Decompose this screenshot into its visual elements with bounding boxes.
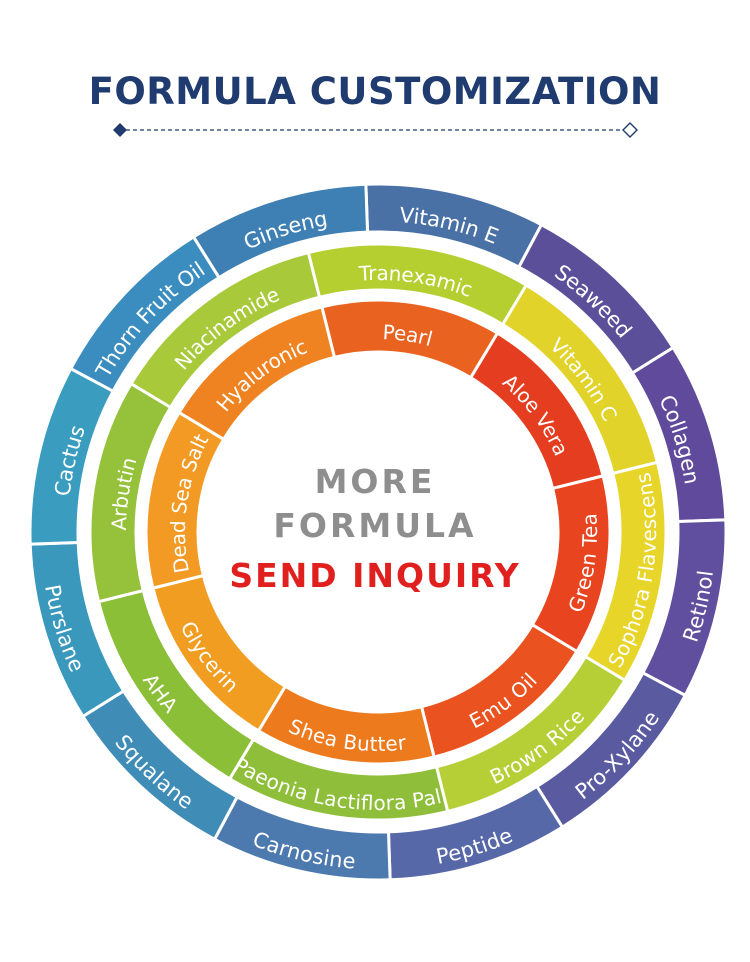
divider-diamond-right-icon: [622, 122, 638, 138]
center-disc: [200, 354, 556, 710]
center-line-formula: FORMULA: [273, 506, 477, 545]
middle-segment[interactable]: [129, 250, 322, 410]
divider-diamond-left-icon: [113, 123, 127, 137]
send-inquiry-button[interactable]: SEND INQUIRY: [229, 556, 521, 595]
center-line-more: MORE: [314, 462, 436, 501]
page-title: FORMULA CUSTOMIZATION: [88, 70, 662, 113]
title-divider: [113, 122, 638, 138]
outer-segment[interactable]: [191, 182, 370, 280]
inner-segment[interactable]: [177, 305, 337, 442]
